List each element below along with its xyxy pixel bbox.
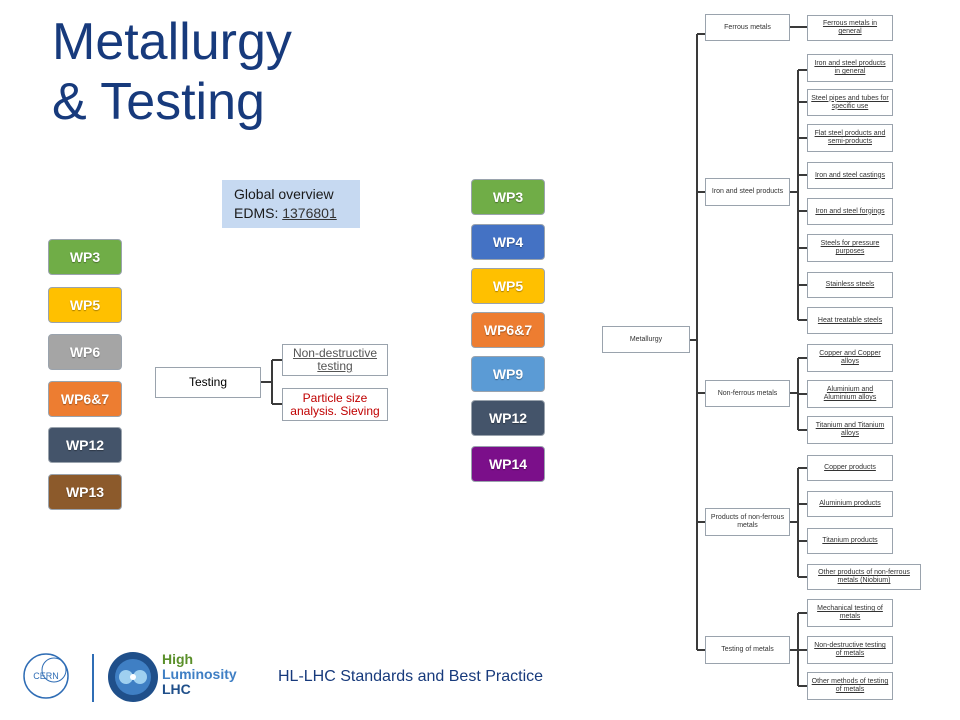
cern-logo: CERN: [18, 648, 74, 704]
cern-logo-icon: CERN: [23, 653, 69, 699]
wp-badge-left[interactable]: WP6&7: [48, 381, 122, 417]
hilumi-line-3: LHC: [162, 681, 191, 697]
leaf-node[interactable]: Mechanical testing of metals: [807, 599, 893, 627]
wp-badge-left[interactable]: WP13: [48, 474, 122, 510]
leaf-node[interactable]: Flat steel products and semi-products: [807, 124, 893, 152]
wp-badge-middle[interactable]: WP9: [471, 356, 545, 392]
global-overview-box: Global overview EDMS: 1376801: [222, 180, 360, 228]
wp-badge-middle[interactable]: WP3: [471, 179, 545, 215]
leaf-node[interactable]: Ferrous metals in general: [807, 15, 893, 41]
leaf-node[interactable]: Iron and steel castings: [807, 162, 893, 189]
wp-badge-middle[interactable]: WP4: [471, 224, 545, 260]
hilumi-line-1: High: [162, 651, 194, 667]
hilumi-line-2: Luminosity: [162, 666, 237, 682]
leaf-node[interactable]: Aluminium and Aluminium alloys: [807, 380, 893, 408]
footer-text: HL-LHC Standards and Best Practice: [278, 668, 544, 685]
cern-logo-text: CERN: [33, 671, 59, 681]
category-non-ferrous-metals: Non-ferrous metals: [705, 380, 790, 407]
leaf-node[interactable]: Titanium products: [807, 528, 893, 554]
leaf-node[interactable]: Copper and Copper alloys: [807, 344, 893, 372]
logo-divider: [92, 654, 94, 702]
wp-badge-middle[interactable]: WP14: [471, 446, 545, 482]
hilumi-logo: [106, 650, 160, 704]
leaf-node[interactable]: Copper products: [807, 455, 893, 481]
leaf-node[interactable]: Titanium and Titanium alloys: [807, 416, 893, 444]
particle-size-node[interactable]: Particle size analysis. Sieving: [282, 388, 388, 421]
wp-badge-left[interactable]: WP12: [48, 427, 122, 463]
leaf-node[interactable]: Non-destructive testing of metals: [807, 636, 893, 664]
edms-link[interactable]: 1376801: [282, 205, 337, 221]
category-ferrous-metals: Ferrous metals: [705, 14, 790, 41]
category-iron-steel-products: Iron and steel products: [705, 178, 790, 206]
wp-badge-middle[interactable]: WP6&7: [471, 312, 545, 348]
leaf-node[interactable]: Stainless steels: [807, 272, 893, 298]
global-overview-label: Global overview: [234, 186, 334, 202]
wp-badge-middle[interactable]: WP12: [471, 400, 545, 436]
category-testing-of-metals: Testing of metals: [705, 636, 790, 664]
leaf-node[interactable]: Iron and steel products in general: [807, 54, 893, 82]
wp-badge-middle[interactable]: WP5: [471, 268, 545, 304]
leaf-node[interactable]: Iron and steel forgings: [807, 198, 893, 225]
edms-reference: EDMS: 1376801: [234, 204, 360, 223]
leaf-node[interactable]: Other methods of testing of metals: [807, 672, 893, 700]
edms-prefix: EDMS:: [234, 205, 283, 221]
leaf-node[interactable]: Steels for pressure purposes: [807, 234, 893, 262]
wp-badge-left[interactable]: WP5: [48, 287, 122, 323]
title-line-2: & Testing: [52, 73, 265, 131]
title-line-1: Metallurgy: [52, 13, 292, 71]
hilumi-logo-text: High Luminosity LHC: [162, 652, 237, 697]
page-title: Metallurgy & Testing: [52, 12, 292, 132]
non-destructive-testing-node[interactable]: Non-destructive testing: [282, 344, 388, 376]
testing-root-node: Testing: [155, 367, 261, 398]
wp-badge-left[interactable]: WP3: [48, 239, 122, 275]
leaf-node[interactable]: Steel pipes and tubes for specific use: [807, 89, 893, 116]
wp-badge-left[interactable]: WP6: [48, 334, 122, 370]
leaf-node[interactable]: Aluminium products: [807, 491, 893, 517]
leaf-node[interactable]: Other products of non-ferrous metals (Ni…: [807, 564, 921, 590]
leaf-node[interactable]: Heat treatable steels: [807, 307, 893, 334]
category-products-non-ferrous: Products of non-ferrous metals: [705, 508, 790, 536]
metallurgy-root-node: Metallurgy: [602, 326, 690, 353]
hilumi-logo-icon: [108, 652, 158, 702]
